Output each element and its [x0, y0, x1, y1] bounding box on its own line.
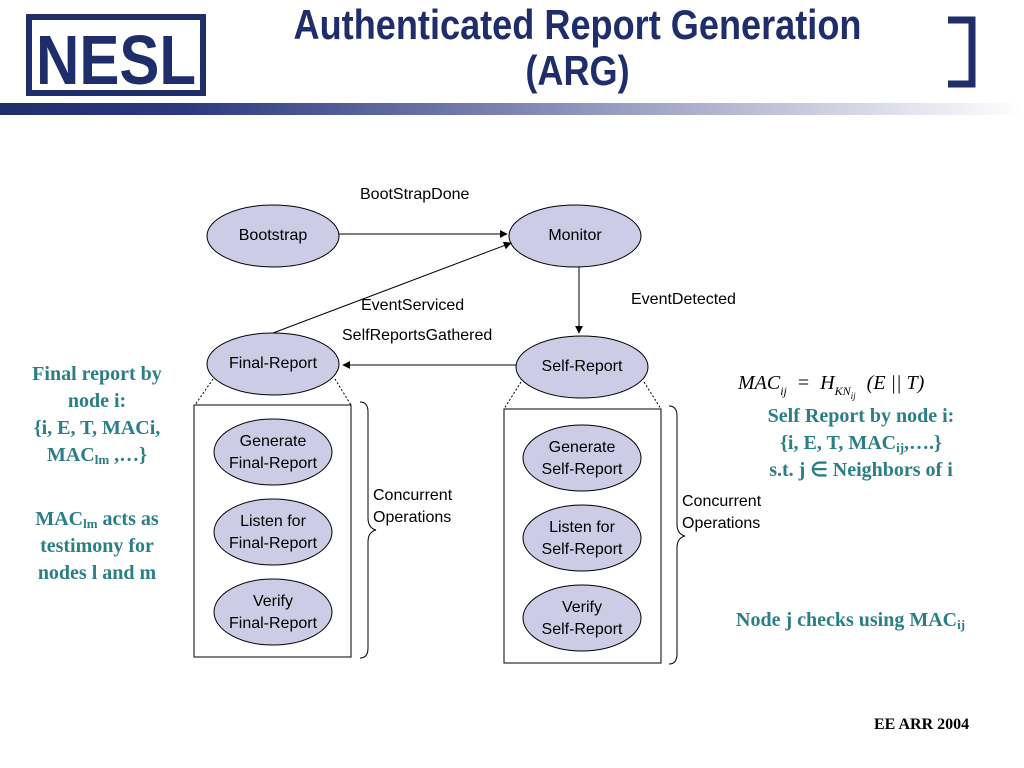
corner-bracket-icon	[948, 16, 976, 88]
mac-formula: MACij = HKNij (E || T)	[738, 372, 925, 401]
event-serviced-label: EventServiced	[361, 297, 465, 314]
header-bar	[0, 103, 1024, 115]
bootstrap-state	[206, 204, 340, 268]
footer-label: EE ARR 2004	[874, 716, 970, 733]
projection-line	[334, 378, 352, 406]
projection-line	[643, 381, 662, 410]
listen-self-report-label: Listen for Self-Report	[541, 519, 623, 558]
monitor-label: Monitor	[548, 227, 602, 244]
concurrent-brace-left	[359, 401, 377, 659]
self-report-note: Self Report by node i: {i, E, T, MACij,……	[767, 405, 955, 481]
monitor-state	[508, 204, 642, 268]
self-reports-gathered-label: SelfReportsGathered	[342, 327, 493, 344]
generate-self-report-label: Generate Self-Report	[541, 439, 623, 478]
edge-finalreport-monitor	[272, 241, 512, 334]
title-line-2: (ARG)	[525, 47, 630, 94]
concurrent-operations-label-right: Concurrent Operations	[682, 493, 762, 532]
projection-line	[194, 378, 214, 406]
listen-final-report-op	[213, 498, 333, 566]
nesl-logo: NESL	[26, 14, 206, 96]
node-check-note: Node j checks using MACij	[736, 609, 966, 632]
generate-final-report-label: Generate Final-Report	[228, 433, 318, 472]
title-line-1: Authenticated Report Generation	[293, 1, 862, 48]
generate-final-report-op	[213, 418, 333, 486]
generate-self-report-op	[522, 424, 642, 492]
self-report-label: Self-Report	[541, 358, 623, 375]
listen-final-report-label: Listen for Final-Report	[228, 513, 318, 552]
verify-self-report-label: Verify Self-Report	[541, 599, 623, 638]
listen-self-report-op	[522, 504, 642, 572]
logo-text: NESL	[36, 21, 196, 96]
slide-title: Authenticated Report Generation (ARG)	[220, 2, 935, 94]
projection-line	[503, 381, 522, 410]
concurrent-brace-right	[668, 405, 686, 665]
event-detected-label: EventDetected	[631, 291, 736, 308]
verify-final-report-label: Verify Final-Report	[228, 593, 318, 632]
bootstrap-done-label: BootStrapDone	[360, 186, 470, 203]
final-report-label: Final-Report	[228, 355, 318, 372]
bootstrap-label: Bootstrap	[238, 227, 308, 244]
concurrent-operations-label-left: Concurrent Operations	[373, 487, 453, 526]
mac-testimony-note: MAClm acts as testimony for nodes l and …	[35, 508, 159, 584]
self-report-state	[515, 335, 649, 399]
final-report-note: Final report by node i: {i, E, T, MACi, …	[32, 363, 162, 467]
verify-final-report-op	[213, 578, 333, 646]
verify-self-report-op	[522, 584, 642, 652]
